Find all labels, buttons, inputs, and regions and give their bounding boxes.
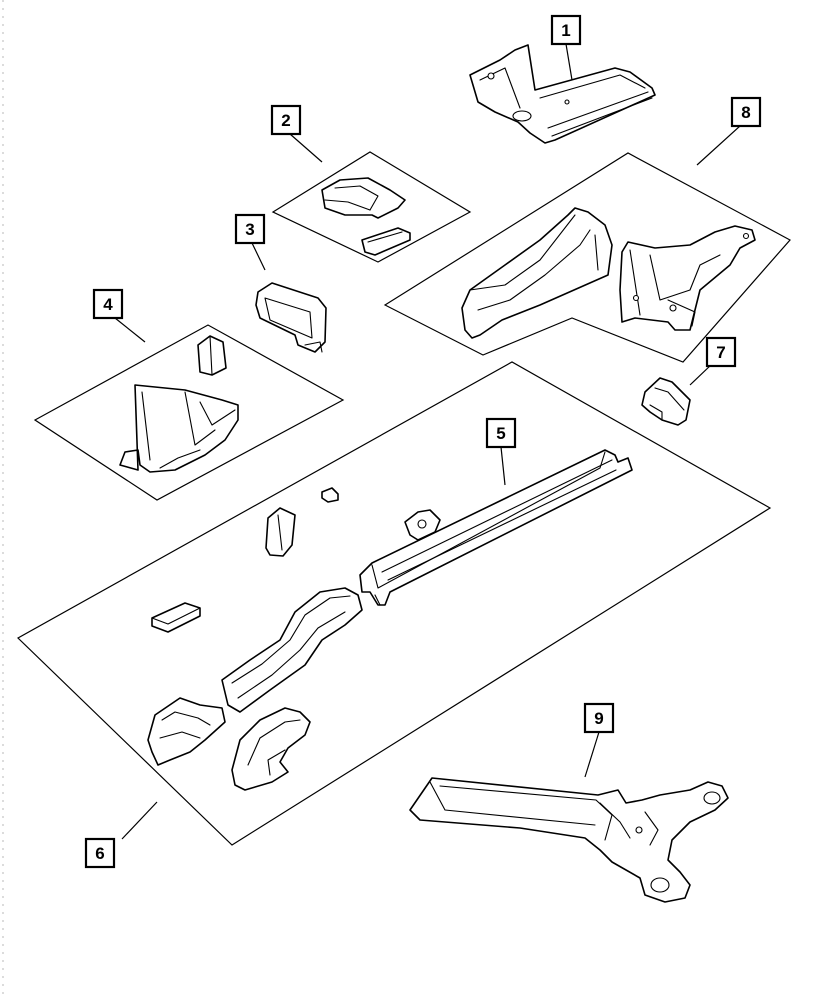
callout-6: 6 bbox=[84, 837, 116, 869]
callout-2: 2 bbox=[270, 104, 302, 136]
part-1-floor-pan-rail bbox=[469, 44, 656, 144]
leader-line-3 bbox=[251, 242, 266, 271]
callout-label-3: 3 bbox=[245, 220, 254, 239]
leader-line-6 bbox=[121, 801, 158, 840]
callout-label-4: 4 bbox=[103, 295, 113, 314]
group-outline-4 bbox=[33, 324, 345, 501]
part-9-crossmember bbox=[409, 777, 729, 903]
leader-line-5 bbox=[500, 446, 506, 486]
group-outline-8 bbox=[383, 152, 791, 363]
part-6-frame-rail-components bbox=[147, 487, 441, 791]
callout-label-1: 1 bbox=[561, 21, 570, 40]
callout-8: 8 bbox=[730, 96, 762, 128]
callout-7: 7 bbox=[705, 336, 737, 368]
callout-3: 3 bbox=[234, 213, 266, 245]
leader-line-9 bbox=[584, 731, 600, 778]
callout-4: 4 bbox=[92, 288, 124, 320]
leader-line-1 bbox=[565, 43, 573, 81]
group-outline-6 bbox=[17, 361, 772, 846]
callout-label-6: 6 bbox=[95, 844, 104, 863]
part-7-clip-bracket bbox=[641, 377, 691, 426]
leader-line-7 bbox=[689, 363, 713, 386]
callout-1: 1 bbox=[550, 14, 582, 46]
callout-label-9: 9 bbox=[594, 709, 603, 728]
callout-label-2: 2 bbox=[281, 111, 290, 130]
callout-label-7: 7 bbox=[716, 343, 725, 362]
part-4-rail-extension bbox=[119, 335, 239, 473]
leader-line-4 bbox=[114, 317, 146, 343]
part-3-bracket bbox=[255, 282, 327, 353]
part-8-rail-assembly bbox=[461, 207, 756, 339]
callout-9: 9 bbox=[583, 702, 615, 734]
callout-label-5: 5 bbox=[496, 424, 505, 443]
part-2-bracket-set bbox=[321, 177, 411, 256]
callout-5: 5 bbox=[485, 417, 517, 449]
part-5-frame-rail bbox=[359, 449, 633, 606]
leader-line-2 bbox=[289, 133, 323, 163]
callout-label-8: 8 bbox=[741, 103, 750, 122]
group-outline-2 bbox=[271, 151, 472, 263]
leader-line-8 bbox=[696, 125, 741, 166]
